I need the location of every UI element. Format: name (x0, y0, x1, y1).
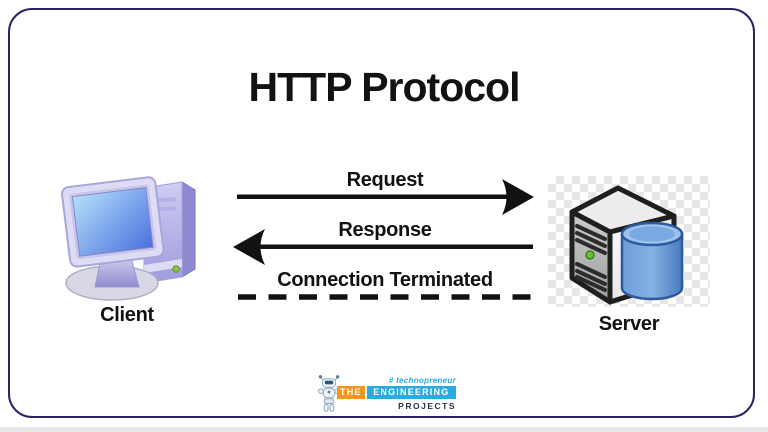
server-label: Server (598, 313, 660, 335)
client-label: Client (100, 304, 154, 326)
request-arrow (237, 179, 534, 215)
server-icon-checkerboard (548, 176, 710, 307)
logo-engineering-badge: ENGINEERING (366, 386, 456, 399)
diagram-title: HTTP Protocol (248, 64, 521, 110)
client-computer-icon (61, 176, 197, 301)
connection-terminated-label: Connection Terminated (277, 269, 493, 291)
logo-wordmark: THE ENGINEERING (337, 386, 456, 399)
logo-projects-text: PROJECTS (398, 401, 456, 411)
server-database-icon (569, 185, 684, 305)
rounded-border-frame (8, 8, 755, 418)
response-arrow (233, 229, 533, 265)
logo-the-badge: THE (337, 386, 365, 399)
brand-logo: # technopreneur THE ENGINEERING PROJECTS (314, 371, 456, 415)
robot-mascot-icon (318, 375, 340, 412)
response-label: Response (338, 219, 432, 241)
bottom-edge-strip (0, 427, 768, 432)
logo-tagline: # technopreneur (388, 376, 456, 385)
request-label: Request (346, 169, 424, 191)
